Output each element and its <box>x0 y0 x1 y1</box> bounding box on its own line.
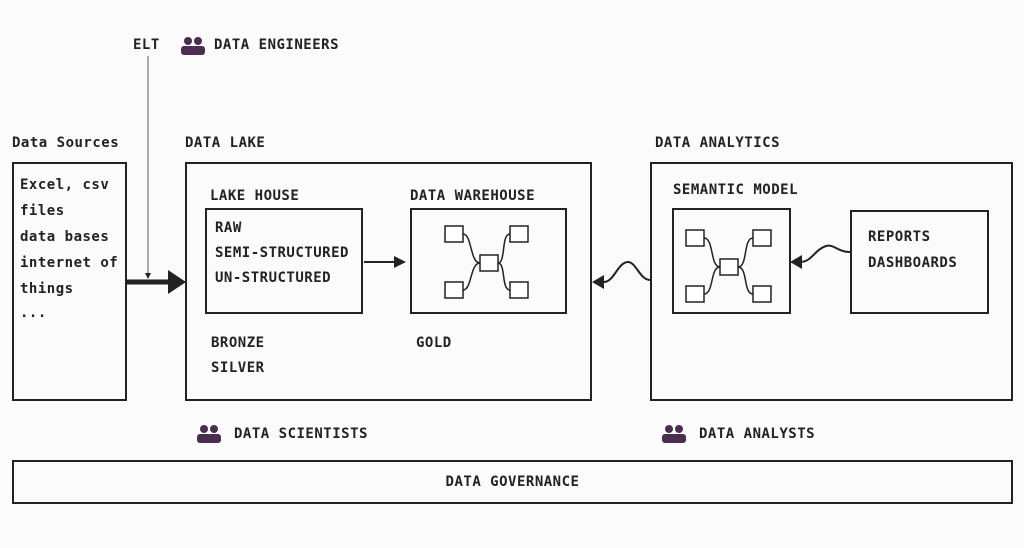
lakehouse-title: LAKE HOUSE <box>210 188 300 204</box>
source-item: things <box>20 281 74 297</box>
semantic-schema-icon <box>685 229 772 303</box>
data-analysts-people-icon <box>662 425 686 443</box>
data-scientists-label: DATA SCIENTISTS <box>234 426 368 442</box>
warehouse-schema-icon <box>444 225 529 299</box>
analytics-to-warehouse-arrow <box>598 260 651 283</box>
lakehouse-box: RAW SEMI-STRUCTURED UN-STRUCTURED <box>205 208 363 314</box>
tier-gold: GOLD <box>416 335 452 351</box>
lakehouse-item: SEMI-STRUCTURED <box>215 245 349 261</box>
source-item: files <box>20 203 65 219</box>
data-analytics-box <box>650 162 1013 401</box>
tier-bronze: BRONZE <box>211 335 265 351</box>
data-warehouse-title: DATA WAREHOUSE <box>410 188 536 204</box>
lakehouse-item: RAW <box>215 220 242 236</box>
data-governance-label: DATA GOVERNANCE <box>445 474 580 490</box>
semantic-model-box <box>672 208 791 314</box>
source-item: Excel, csv <box>20 177 110 193</box>
data-engineers-people-icon <box>181 37 205 55</box>
reports-box: REPORTS DASHBOARDS <box>850 210 989 314</box>
analytics-to-warehouse-arrowhead <box>592 275 604 289</box>
data-warehouse-box <box>410 208 567 314</box>
reports-to-semantic-arrow <box>798 244 851 263</box>
elt-label: ELT <box>133 37 160 53</box>
data-analytics-title: DATA ANALYTICS <box>655 135 781 151</box>
source-item: internet of <box>20 255 119 271</box>
source-item: data bases <box>20 229 110 245</box>
lakehouse-item: UN-STRUCTURED <box>215 270 332 286</box>
data-scientists-people-icon <box>197 425 221 443</box>
data-lake-title: DATA LAKE <box>185 135 266 151</box>
ingest-arrowhead <box>168 270 186 294</box>
tier-silver: SILVER <box>211 360 265 376</box>
data-governance-box: DATA GOVERNANCE <box>12 460 1013 504</box>
data-lake-box <box>185 162 592 401</box>
data-sources-box: Excel, csv files data bases internet of … <box>12 162 127 401</box>
data-analysts-label: DATA ANALYSTS <box>699 426 816 442</box>
report-item: REPORTS <box>868 229 931 245</box>
reports-to-semantic-arrowhead <box>790 255 802 269</box>
data-sources-title: Data Sources <box>12 135 120 151</box>
data-engineers-label: DATA ENGINEERS <box>214 37 340 53</box>
source-item: ... <box>20 305 47 321</box>
report-item: DASHBOARDS <box>868 255 958 271</box>
semantic-model-title: SEMANTIC MODEL <box>673 182 799 198</box>
